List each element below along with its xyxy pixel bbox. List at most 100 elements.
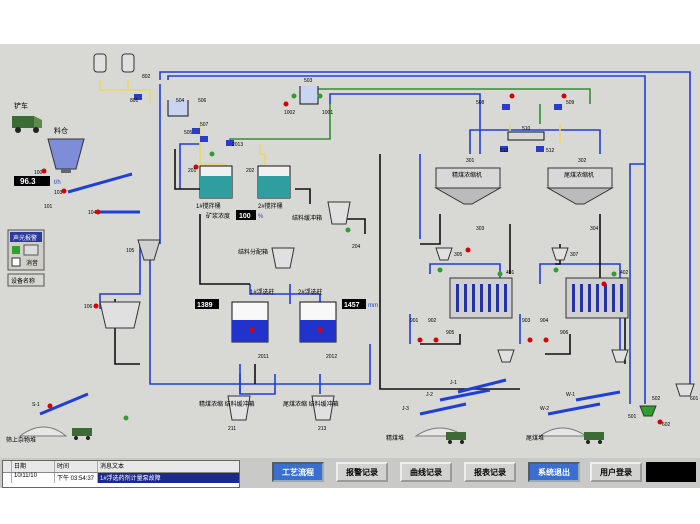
trend-log-button[interactable]: 曲线记录: [400, 462, 452, 482]
svg-text:510: 510: [522, 126, 531, 132]
svg-text:201: 201: [188, 168, 197, 174]
svg-text:509: 509: [566, 100, 575, 106]
svg-text:906: 906: [560, 330, 569, 336]
svg-text:211: 211: [228, 426, 236, 432]
row-message: 1#浮选药剂计量泵故障: [98, 473, 239, 483]
alarm-table[interactable]: 日期 时间 消息文本 10/11/10 下午 03:54:37 1#浮选药剂计量…: [2, 460, 240, 488]
svg-text:505: 505: [184, 130, 193, 136]
loader-truck-icon: [12, 116, 42, 133]
alarm-mute-label: 消音: [26, 259, 38, 267]
flow-display: [14, 176, 50, 186]
belt-s1: [39, 392, 89, 416]
tail-buffer-label: 尾煤浓缩 结料缓冲箱: [283, 400, 339, 408]
svg-text:103: 103: [54, 190, 63, 196]
svg-text:2013: 2013: [232, 142, 243, 148]
conc-buffer-label: 精煤浓缩 结料缓冲箱: [199, 400, 255, 408]
cell1-value: 1389: [197, 302, 213, 309]
svg-text:301: 301: [466, 158, 475, 164]
alarm-horn-icon: [23, 244, 39, 256]
pipe-blue-4: [469, 129, 601, 154]
pipe-blue-5: [179, 143, 200, 189]
svg-text:502: 502: [652, 396, 661, 402]
svg-text:W-2: W-2: [540, 406, 549, 412]
svg-text:402: 402: [620, 270, 629, 276]
table-row[interactable]: 10/11/10 下午 03:54:37 1#浮选药剂计量泵故障: [3, 473, 239, 483]
svg-text:104: 104: [88, 210, 97, 216]
col-message: 消息文本: [100, 464, 125, 470]
pipe-blue-2: [167, 75, 646, 404]
pipe-blue-14: [629, 163, 645, 404]
sump-501: [639, 405, 657, 417]
svg-text:504: 504: [176, 98, 185, 104]
waste-pile: [18, 426, 68, 437]
svg-text:903: 903: [522, 318, 531, 324]
filter-press-401: [449, 277, 513, 319]
alarm-log-button[interactable]: 报警记录: [336, 462, 388, 482]
svg-text:602: 602: [662, 422, 671, 428]
mute-checkbox[interactable]: [11, 257, 21, 267]
screen-106: [99, 301, 141, 329]
concentrate-thickener-label: 精煤浓缩机: [452, 171, 482, 179]
svg-text:905: 905: [446, 330, 455, 336]
svg-text:100: 100: [34, 170, 43, 176]
svg-text:601: 601: [690, 396, 699, 402]
svg-text:901: 901: [410, 318, 419, 324]
cell2-level-display: [342, 299, 366, 309]
exit-system-button[interactable]: 系统退出: [528, 462, 580, 482]
svg-text:503: 503: [304, 78, 313, 84]
svg-text:105: 105: [126, 248, 135, 254]
cell2-unit: mm: [368, 303, 378, 309]
pipe-yellow-1: [99, 80, 151, 104]
alarm-lamp-icon: [12, 246, 20, 254]
svg-text:2012: 2012: [326, 354, 337, 360]
hopper-601: [675, 383, 695, 397]
pipe-green-2: [229, 104, 331, 144]
col-date: 日期: [12, 461, 55, 472]
instrument-markers: [134, 94, 562, 152]
pipe-blue-main: [159, 71, 691, 394]
pipe-black-3: [345, 218, 366, 234]
svg-text:513: 513: [500, 148, 509, 154]
belt-j2: [439, 388, 491, 402]
row-date: 10/11/10: [12, 473, 55, 483]
device-name-button[interactable]: [7, 273, 45, 287]
tail-pile-label: 尾煤堆: [526, 434, 544, 442]
flotation-cell-1: [231, 301, 269, 343]
svg-text:213: 213: [318, 426, 327, 432]
svg-text:2011: 2011: [258, 354, 269, 360]
svg-text:401: 401: [506, 270, 515, 276]
pipe-green-1: [304, 88, 591, 104]
svg-text:J-1: J-1: [450, 380, 457, 386]
user-login-button[interactable]: 用户登录: [590, 462, 642, 482]
tank2-label: 2#搅拌桶: [258, 202, 283, 210]
svg-text:101: 101: [44, 204, 53, 210]
alarm-panel[interactable]: [7, 229, 45, 271]
cell2-label: 2#浮选柱: [298, 288, 323, 296]
svg-text:506: 506: [198, 98, 207, 104]
svg-text:508: 508: [476, 100, 485, 106]
pipe-black-1: [174, 149, 200, 190]
pipe-yellow-3: [199, 124, 226, 169]
mixing-tank-2: [257, 165, 291, 199]
dump-truck-3-icon: [584, 432, 604, 444]
process-diagram: 铲车 料仓 96.3 t/h 声光报警 消音 设备名称 1#搅拌桶 2#搅拌桶: [0, 44, 700, 458]
svg-text:902: 902: [428, 318, 437, 324]
belt-j3: [419, 402, 467, 416]
svg-text:512: 512: [546, 148, 555, 154]
hopper-b: [611, 349, 629, 363]
tailing-thickener: [546, 167, 614, 205]
process-flow-button[interactable]: 工艺流程: [272, 462, 324, 482]
flow-unit: t/h: [54, 180, 61, 186]
reagent-header-510: [507, 131, 545, 141]
tag-labels: 100 103 104 105 106 101 504 506 507 505 …: [32, 74, 699, 432]
slurry-conc-label: 矿浆浓度: [206, 212, 230, 220]
dump-truck-2-icon: [446, 432, 466, 444]
svg-text:204: 204: [352, 244, 361, 250]
svg-text:302: 302: [578, 158, 587, 164]
report-log-button[interactable]: 报表记录: [464, 462, 516, 482]
tail-pile: [538, 427, 588, 437]
tank1-label: 1#搅拌桶: [196, 202, 221, 210]
svg-text:J-2: J-2: [426, 392, 433, 398]
pipe-blue-3: [329, 93, 481, 154]
concentrate-thickener: [434, 167, 502, 205]
